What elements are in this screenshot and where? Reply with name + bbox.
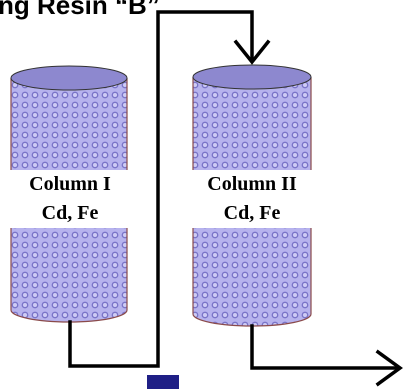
diagram-title: ng Resin “B” xyxy=(0,0,160,20)
column-1-label: Column I Cd, Fe xyxy=(0,170,140,228)
column-2-top xyxy=(192,64,312,90)
column-1-top xyxy=(10,65,128,91)
outlet-line-column-1-to-column-2 xyxy=(68,10,254,368)
sampling-port-marker xyxy=(147,375,179,389)
outlet-arrow-head xyxy=(375,349,403,387)
column-1-name: Column I xyxy=(29,173,111,195)
column-2-contents: Cd, Fe xyxy=(223,202,281,224)
column-2-name: Column II xyxy=(207,173,297,195)
column-2-label: Column II Cd, Fe xyxy=(182,170,322,228)
outlet-line-column-2 xyxy=(250,324,400,370)
inlet-arrow-head xyxy=(233,39,271,65)
column-1-contents: Cd, Fe xyxy=(41,202,99,224)
